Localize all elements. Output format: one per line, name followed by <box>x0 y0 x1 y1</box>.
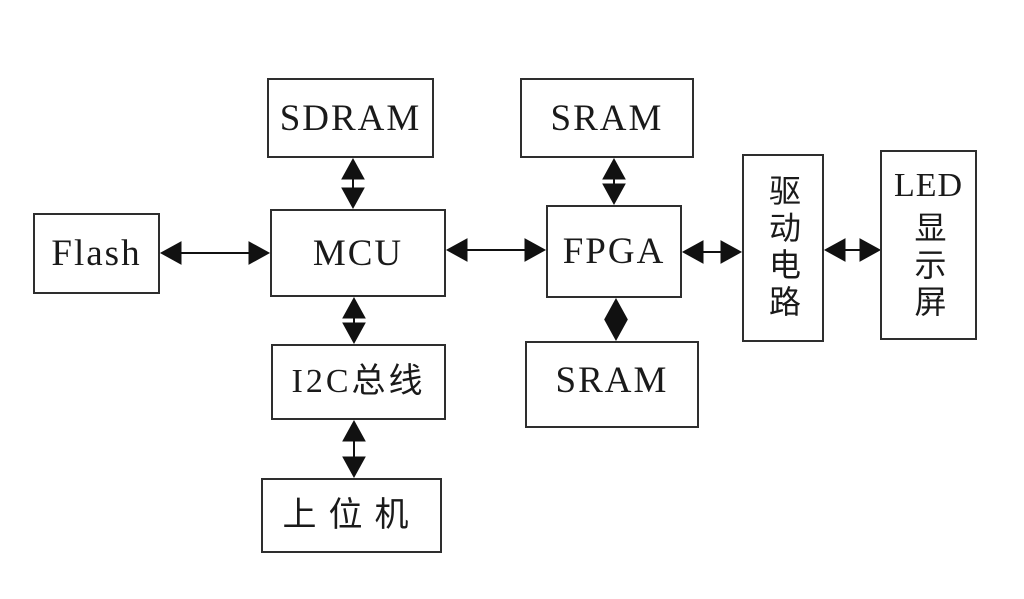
node-mcu-label: MCU <box>312 232 404 274</box>
arrow-flash-mcu <box>159 241 271 265</box>
arrow-fpga-driver <box>681 240 743 264</box>
node-led-display-label-line2: 显示屏 <box>910 210 947 322</box>
node-fpga-label: FPGA <box>562 231 666 272</box>
arrow-i2c-host <box>342 419 366 479</box>
node-i2c-bus: I2C总线 <box>271 344 446 420</box>
node-fpga: FPGA <box>546 205 682 298</box>
node-host-computer: 上位机 <box>261 478 442 553</box>
node-i2c-bus-label: I2C总线 <box>291 363 426 400</box>
arrow-mcu-fpga <box>445 238 547 262</box>
arrow-sram-fpga <box>602 157 626 206</box>
node-sram-top: SRAM <box>520 78 694 158</box>
node-sram-top-label: SRAM <box>550 97 664 139</box>
node-sdram: SDRAM <box>267 78 434 158</box>
node-sram-bottom: SRAM <box>525 341 699 428</box>
node-flash: Flash <box>33 213 160 294</box>
arrow-mcu-i2c <box>342 296 366 345</box>
node-host-computer-label: 上位机 <box>282 496 421 534</box>
node-driver-circuit-label: 驱动电路 <box>765 174 801 322</box>
arrow-fpga-sram-bottom <box>604 297 628 342</box>
node-flash-label: Flash <box>51 233 142 274</box>
node-driver-circuit: 驱动电路 <box>742 154 824 342</box>
node-led-display: LED 显示屏 <box>880 150 977 340</box>
node-mcu: MCU <box>270 209 446 297</box>
arrow-driver-led <box>823 238 882 262</box>
node-sram-bottom-label: SRAM <box>555 360 669 401</box>
node-sdram-label: SDRAM <box>279 97 422 139</box>
arrow-sdram-mcu <box>341 157 365 210</box>
node-led-display-label: LED 显示屏 <box>893 166 964 322</box>
node-led-display-label-line1: LED <box>893 166 964 204</box>
